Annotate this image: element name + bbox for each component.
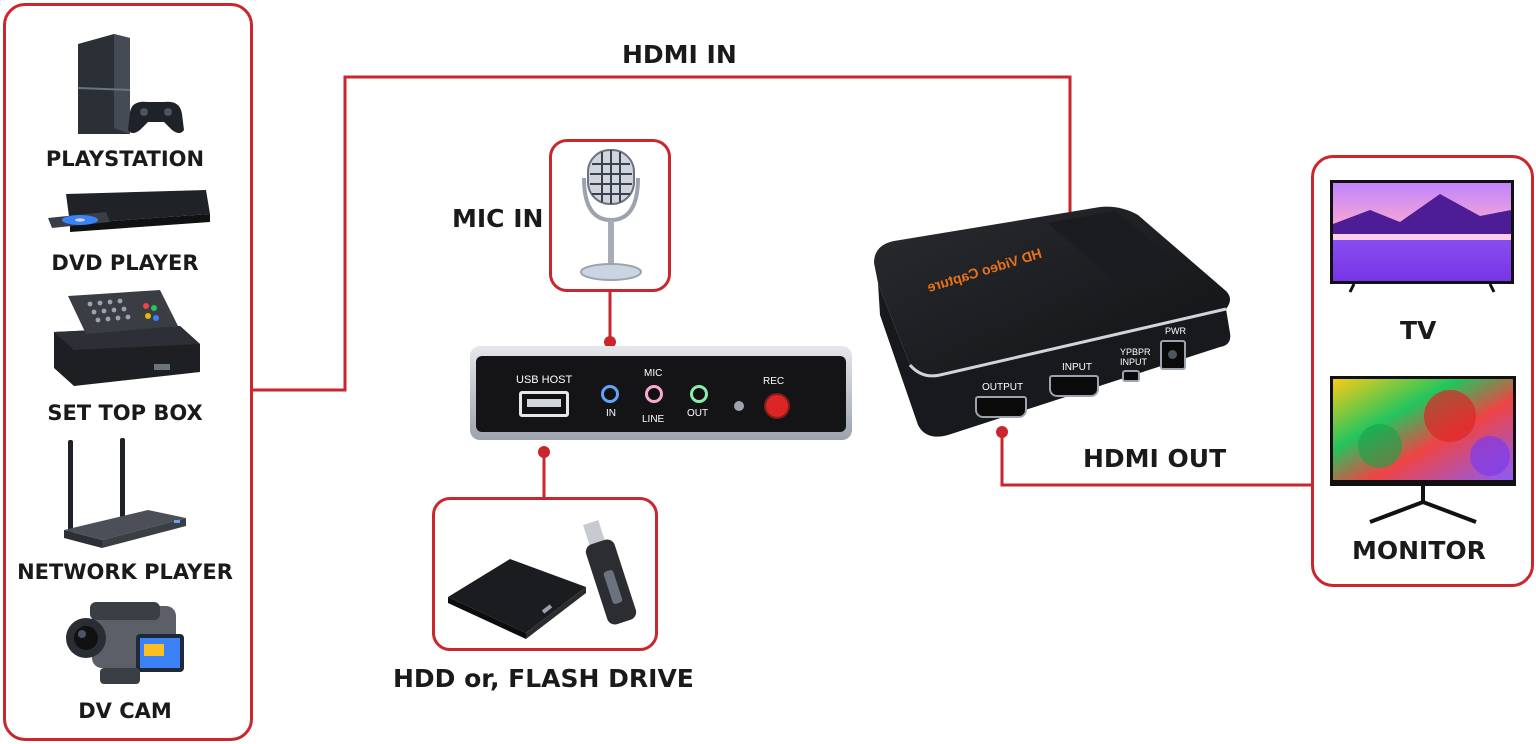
input-port-label: INPUT: [1062, 362, 1092, 373]
source-label-set-top-box: SET TOP BOX: [47, 401, 203, 425]
output-label-tv: TV: [1400, 316, 1437, 345]
network-player-icon: [64, 438, 186, 548]
line-label: LINE: [642, 414, 665, 425]
tv-icon: [1330, 180, 1514, 293]
hdmi-input-port[interactable]: [1049, 375, 1099, 397]
source-label-playstation: PLAYSTATION: [45, 147, 205, 171]
usb-host-label: USB HOST: [516, 374, 573, 386]
pwr-label: PWR: [1165, 326, 1186, 336]
mic-in-label: MIC IN: [452, 204, 544, 233]
dvd-player-icon: [48, 190, 210, 232]
out-label: OUT: [687, 408, 709, 419]
monitor-icon: [1330, 376, 1516, 524]
mic-connector-dot: [604, 336, 616, 348]
ypbpr-label-line1: YPBPR: [1120, 347, 1151, 357]
hdmi-out-connector-dot: [996, 426, 1008, 438]
flash-drive-icon: [582, 520, 637, 625]
source-label-dv-cam: DV CAM: [78, 699, 172, 723]
usb-connector-dot: [538, 446, 550, 458]
status-led: [734, 401, 744, 411]
hdmi-out-wire: [1000, 432, 1313, 487]
rec-button[interactable]: [764, 393, 790, 419]
ypbpr-label-line2: INPUT: [1120, 357, 1147, 367]
dv-cam-icon: [66, 602, 184, 684]
external-hdd-icon: [448, 559, 586, 639]
capture-box-body: [874, 206, 1231, 437]
hdmi-in-wire: [253, 75, 1072, 392]
line-out-jack[interactable]: [690, 385, 708, 403]
usb-host-port[interactable]: [519, 391, 569, 417]
in-label: IN: [606, 408, 616, 419]
rec-label: REC: [763, 376, 785, 387]
set-top-box-icon: [54, 290, 200, 386]
mic-port-label: MIC: [644, 368, 663, 379]
hdmi-in-label: HDMI IN: [622, 40, 737, 69]
playstation-icon: [77, 34, 184, 134]
output-label-monitor: MONITOR: [1352, 536, 1486, 565]
power-port[interactable]: [1160, 340, 1186, 370]
source-label-dvd-player: DVD PLAYER: [51, 251, 199, 275]
hdmi-output-port[interactable]: [975, 396, 1027, 418]
source-label-network-player: NETWORK PLAYER: [17, 560, 233, 584]
hdmi-out-label: HDMI OUT: [1083, 444, 1227, 473]
line-in-jack[interactable]: [601, 385, 619, 403]
ypbpr-input-port[interactable]: [1122, 370, 1140, 382]
mic-jack[interactable]: [645, 385, 663, 403]
storage-label: HDD or, FLASH DRIVE: [393, 664, 694, 693]
output-port-label: OUTPUT: [982, 382, 1024, 393]
microphone-icon: [580, 149, 642, 281]
